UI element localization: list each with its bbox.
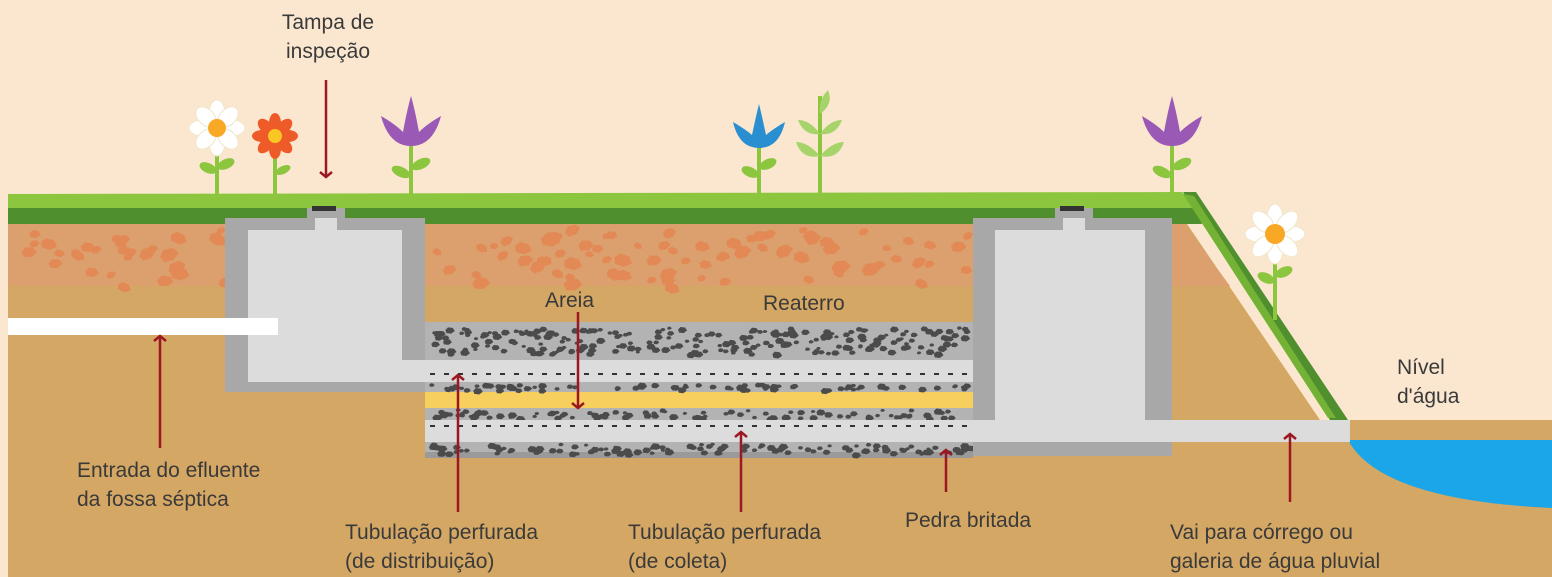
label-outlet: Vai para córrego ou galeria de água pluv…	[1170, 521, 1381, 573]
right-inspection-lid	[1060, 206, 1084, 211]
tulip-purple-icon	[381, 96, 441, 196]
tulip-purple-right-icon	[1142, 96, 1202, 196]
right-chamber-inside	[995, 218, 1145, 442]
tulip-blue-icon	[733, 104, 785, 196]
left-chamber-inside	[248, 218, 402, 360]
label-crushed-stone: Pedra britada	[905, 509, 1032, 532]
callout-arrows	[153, 80, 1297, 512]
gravel-bed-shadow	[425, 452, 973, 458]
flower-white-slope-icon	[1244, 203, 1306, 320]
distribution-pipe	[248, 360, 973, 382]
label-backfill: Reaterro	[763, 292, 845, 315]
sand-layer	[425, 392, 973, 408]
collection-pipe	[425, 420, 1350, 442]
grass-top	[8, 192, 1196, 210]
left-inspection-lid	[312, 206, 336, 211]
inlet-pipe	[8, 318, 278, 335]
water	[1348, 440, 1552, 508]
flower-orange-icon	[252, 113, 298, 196]
plant-leaves-icon	[796, 90, 844, 198]
label-distribution-pipe: Tubulação perfurada (de distribuição)	[345, 521, 539, 573]
label-effluent-inlet: Entrada do efluente da fossa séptica	[77, 459, 261, 511]
flower-white-icon	[188, 99, 246, 196]
label-inspection-lid: Tampa de inspeção	[281, 11, 375, 63]
label-water-level: Nível d'água	[1397, 356, 1460, 408]
label-sand: Areia	[545, 289, 595, 312]
grass-slope-light	[1183, 194, 1336, 418]
label-collection-pipe: Tubulação perfurada (de coleta)	[628, 521, 822, 573]
